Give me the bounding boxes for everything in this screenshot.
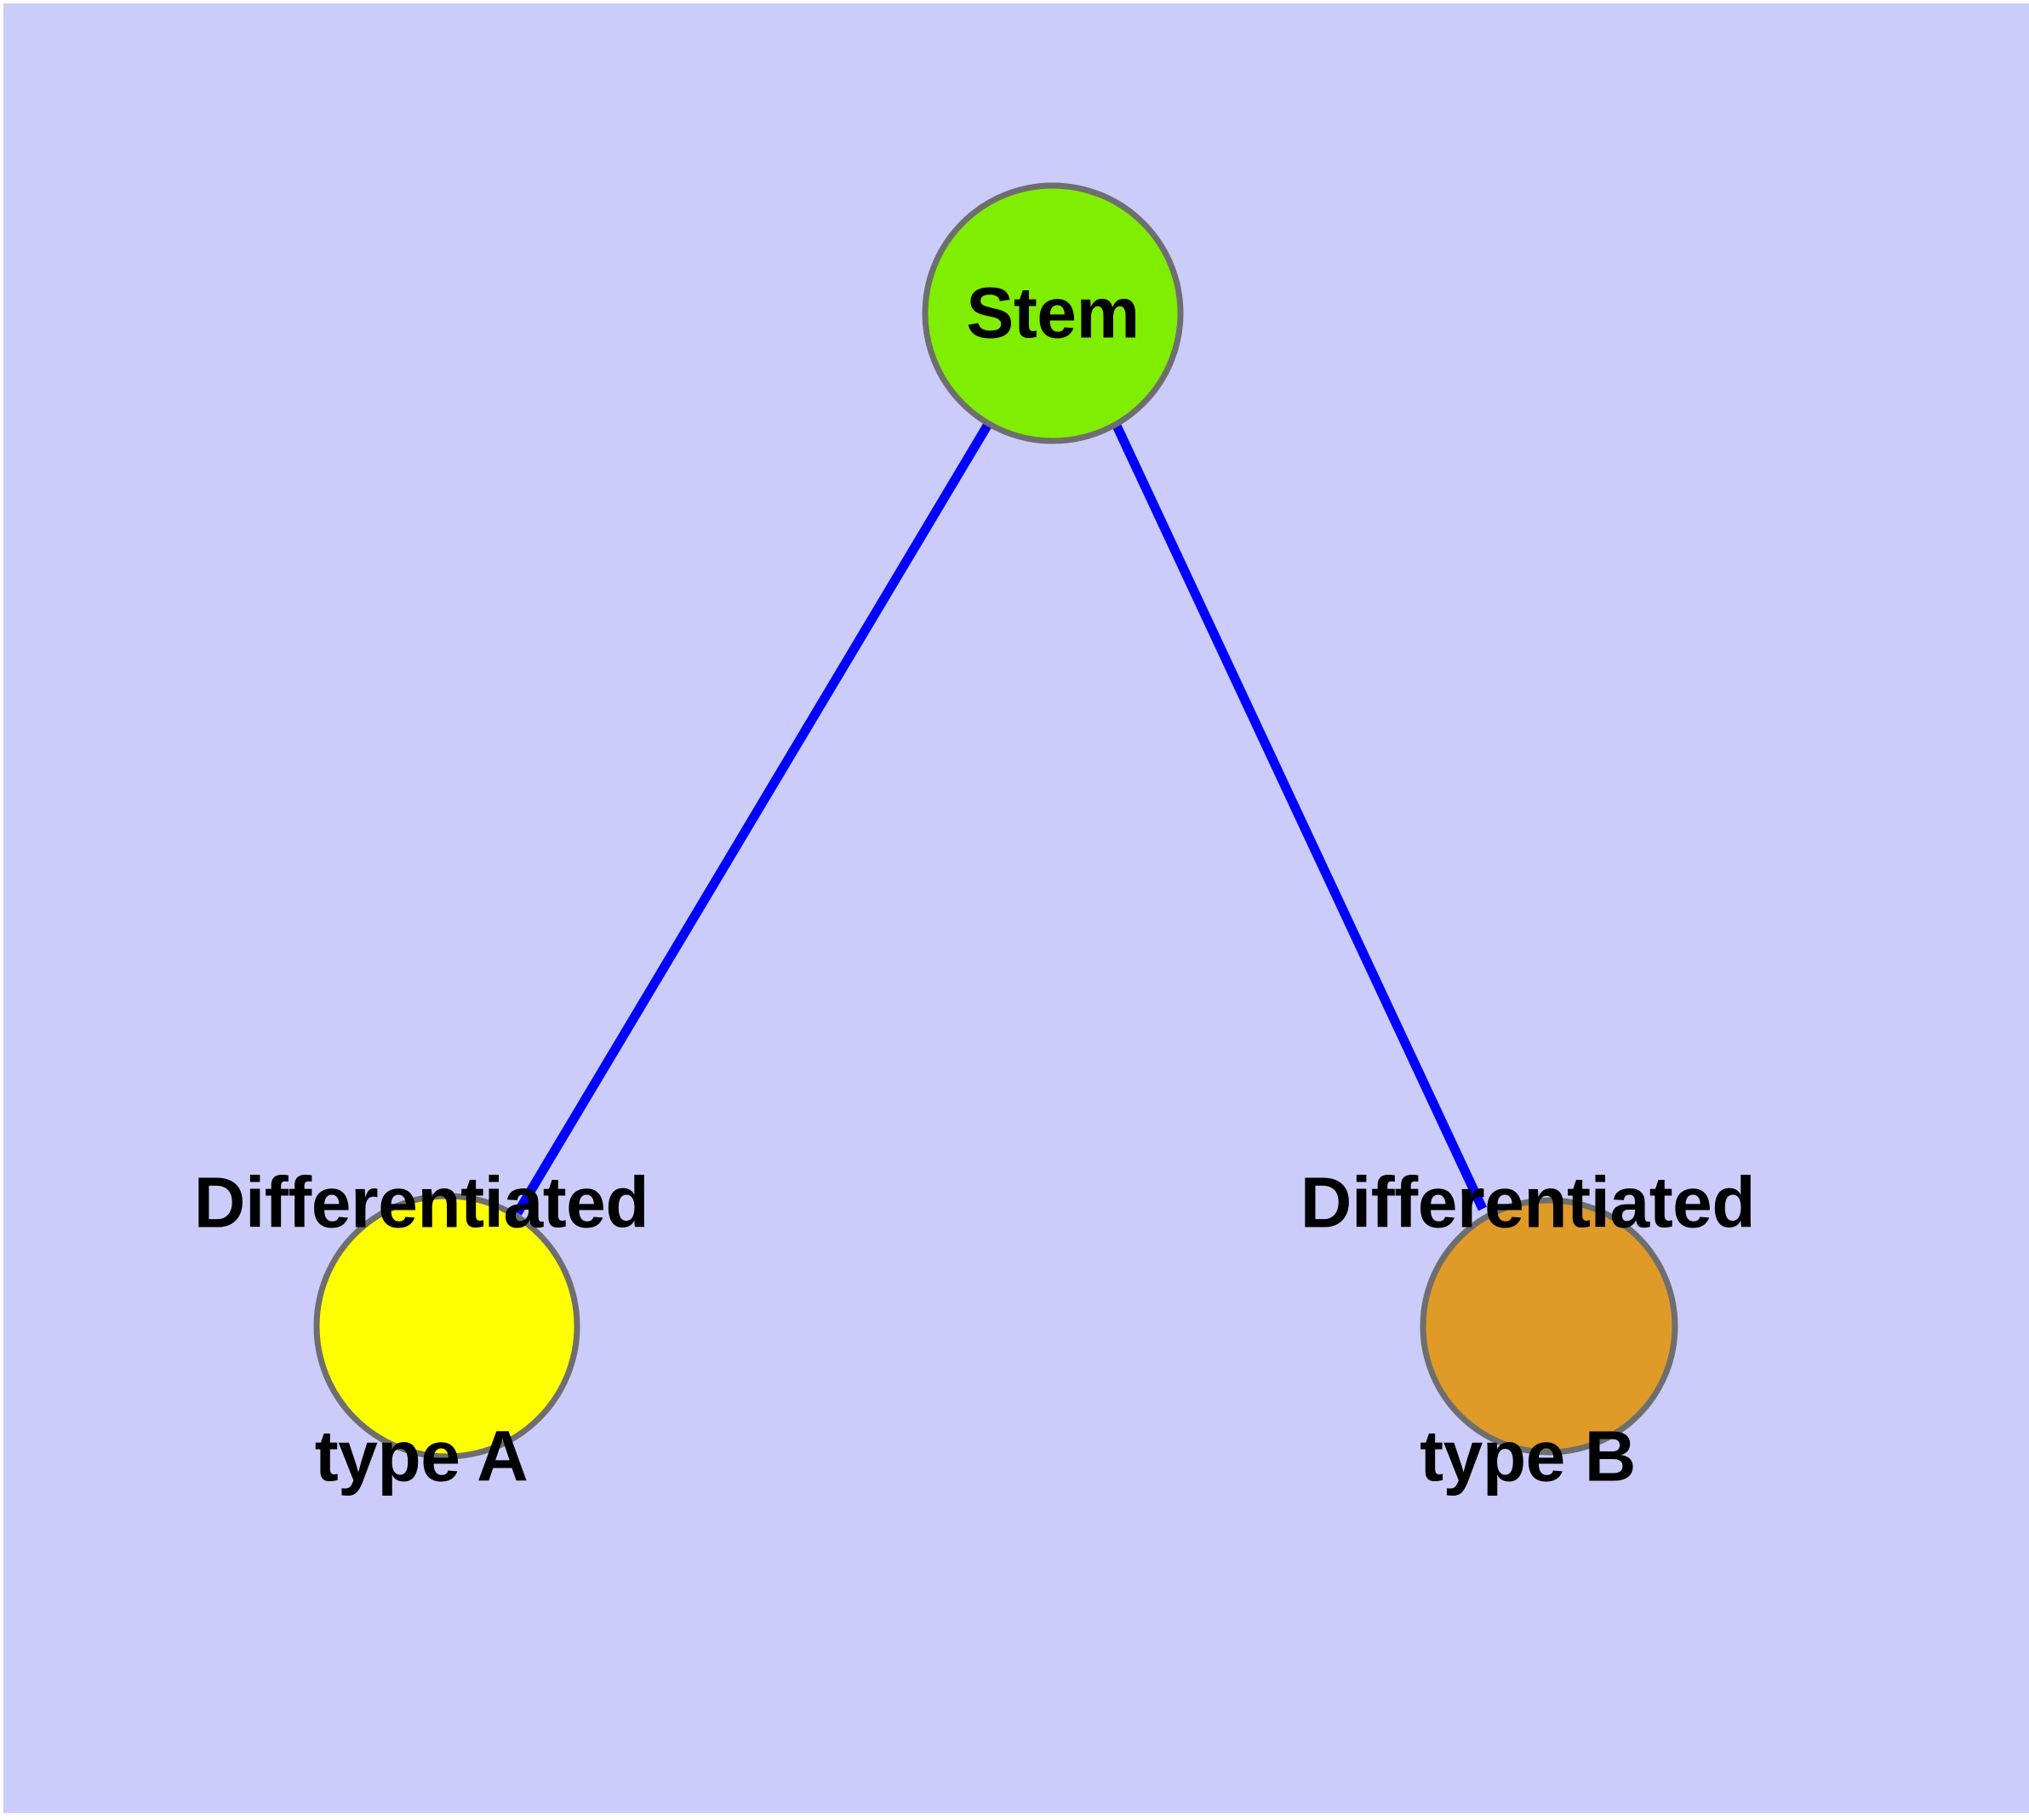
node-circle-differentiated-type-a[interactable] [313,1193,580,1460]
node-circle-differentiated-type-b[interactable] [1420,1197,1678,1456]
nodes-layer [313,182,1678,1460]
edges-layer [513,423,1487,1216]
node-circle-stem[interactable] [922,182,1184,444]
edge-stem-to-type-a[interactable] [513,423,992,1216]
edge-stem-to-type-b[interactable] [1112,423,1487,1211]
